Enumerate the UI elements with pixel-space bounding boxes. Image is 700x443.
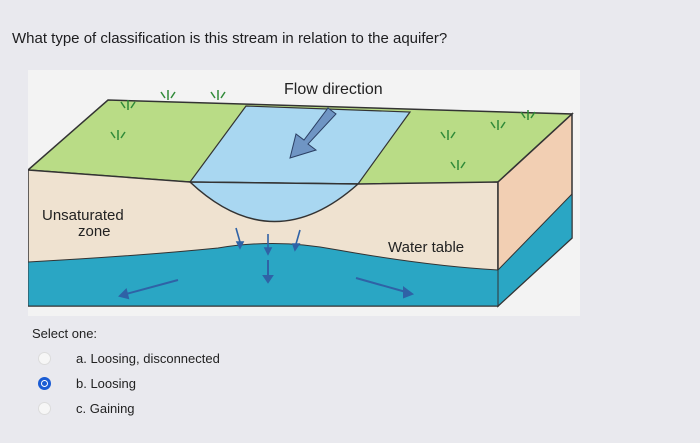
option-a[interactable]: a. Loosing, disconnected <box>38 348 220 368</box>
select-one-label: Select one: <box>32 326 98 341</box>
radio-option-c[interactable] <box>38 401 51 415</box>
option-b-label[interactable]: b. Loosing <box>76 375 136 391</box>
option-c-label[interactable]: c. Gaining <box>76 400 135 416</box>
aquifer-diagram: Flow direction Unsaturated zone Water ta… <box>28 70 580 316</box>
label-flow-direction: Flow direction <box>284 81 383 98</box>
flow-arrow <box>289 107 337 159</box>
label-zone: zone <box>78 223 111 240</box>
label-water-table: Water table <box>388 239 464 256</box>
label-unsaturated: Unsaturated <box>42 207 124 224</box>
radio-option-b[interactable] <box>38 376 51 390</box>
option-b[interactable]: b. Loosing <box>38 373 136 393</box>
aquifer-front <box>28 242 499 307</box>
stream-channel <box>188 181 360 223</box>
option-a-label[interactable]: a. Loosing, disconnected <box>76 350 220 366</box>
question-text: What type of classification is this stre… <box>12 30 448 47</box>
radio-option-a[interactable] <box>38 351 51 365</box>
option-c[interactable]: c. Gaining <box>38 398 135 418</box>
